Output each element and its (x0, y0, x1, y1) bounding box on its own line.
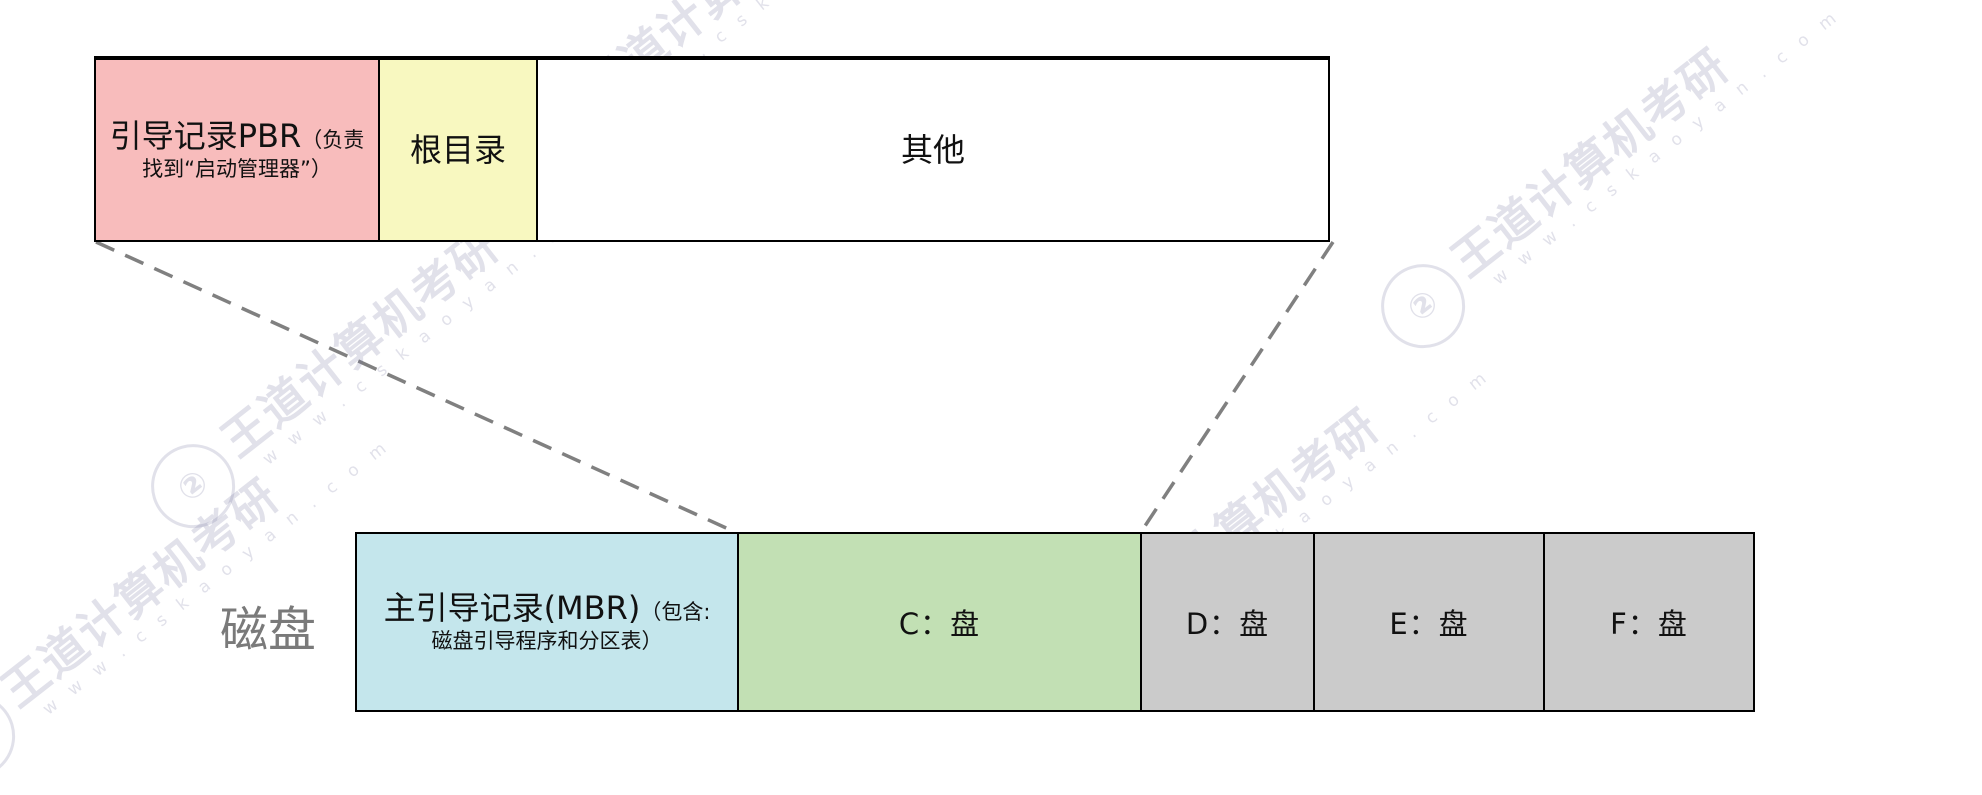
c-drive-label: C：盘 (898, 607, 981, 641)
c-drive-block: C：盘 (739, 534, 1142, 710)
other-block: 其他 (538, 60, 1328, 240)
mbr-note-start: （包含: (640, 600, 711, 625)
watermark: ② 王道计算机考研 w w w . c s k a o y a n . c o … (1364, 0, 1849, 366)
other-label: 其他 (900, 131, 965, 169)
connector-right (1139, 241, 1335, 533)
e-drive-label: E：盘 (1389, 607, 1469, 641)
f-drive-block: F：盘 (1545, 534, 1753, 710)
mbr-title: 主引导记录(MBR) (383, 589, 641, 628)
disk-side-label: 磁盘 (220, 602, 317, 658)
mbr-block: 主引导记录(MBR)（包含: 磁盘引导程序和分区表） (357, 534, 739, 710)
watermark-brand: 王道计算机考研 (0, 468, 290, 718)
mbr-note-end: 磁盘引导程序和分区表） (431, 629, 663, 654)
watermark-url: w w w . c s k a o y a n . c o m (39, 435, 395, 720)
pbr-block: 引导记录PBR（负责 找到“启动管理器”） (96, 60, 380, 240)
disk-layout: 主引导记录(MBR)（包含: 磁盘引导程序和分区表） C：盘 D：盘 E：盘 F… (355, 532, 1755, 712)
pbr-note-end: 找到“启动管理器”） (142, 157, 332, 182)
root-directory-label: 根目录 (409, 131, 506, 169)
watermark-logo-icon: ② (134, 427, 253, 546)
watermark-logo-icon: ② (0, 677, 33, 795)
pbr-title: 引导记录PBR (109, 117, 302, 156)
watermark-url: w w w . c s k a o y a n . c o m (1489, 5, 1845, 290)
d-drive-block: D：盘 (1142, 534, 1315, 710)
f-drive-label: F：盘 (1610, 607, 1688, 641)
e-drive-block: E：盘 (1315, 534, 1545, 710)
root-directory-block: 根目录 (380, 60, 538, 240)
watermark: ② 王道计算机考研 w w w . c s k a o y a n . c o … (0, 390, 399, 795)
diagram-stage: ② 王道计算机考研 w w w . c s k a o y a n . c o … (0, 0, 1849, 795)
watermark-brand: 王道计算机考研 (1441, 38, 1740, 288)
d-drive-label: D：盘 (1185, 607, 1270, 641)
pbr-note-start: （负责 (301, 128, 365, 153)
watermark-logo-icon: ② (1364, 247, 1483, 366)
connector-left (95, 240, 736, 534)
partition-layout: 引导记录PBR（负责 找到“启动管理器”） 根目录 其他 (94, 56, 1330, 242)
